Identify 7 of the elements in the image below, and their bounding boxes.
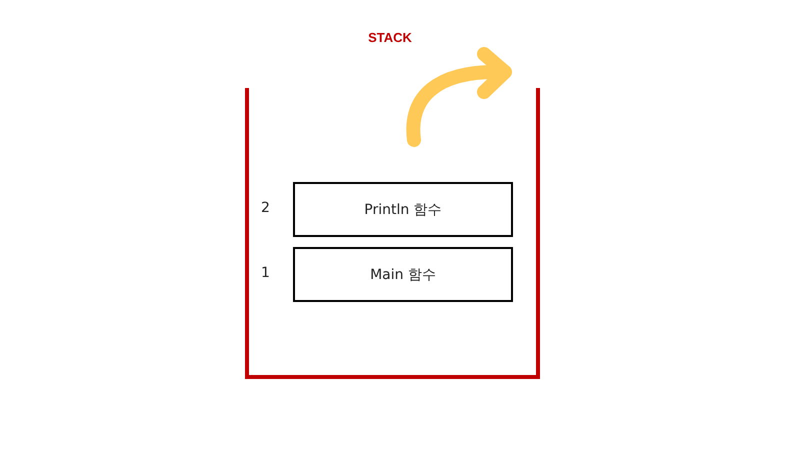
frame-label: Println 함수 xyxy=(364,200,442,218)
frame-label: Main 함수 xyxy=(370,266,436,284)
stack-frame-box xyxy=(293,247,513,302)
stack-index: 1 xyxy=(261,265,270,281)
diagram-title: STACK xyxy=(367,30,413,45)
stack-frame-box xyxy=(293,182,513,237)
stack-index: 2 xyxy=(261,200,270,216)
